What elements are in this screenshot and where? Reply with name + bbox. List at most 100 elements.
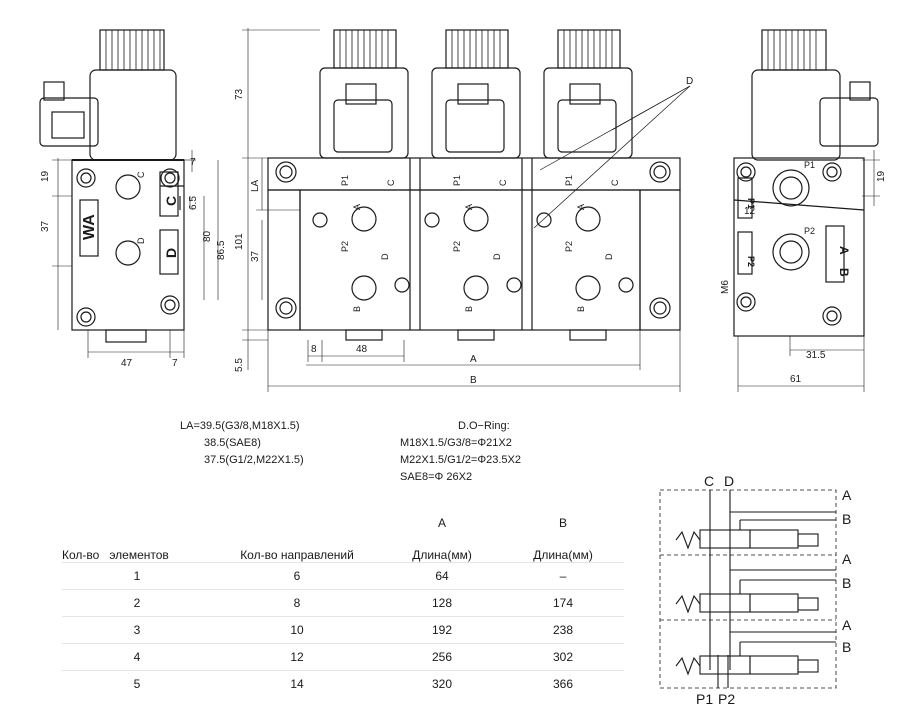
port-p2-3: P2 [564,241,574,252]
dim-a: A [470,354,477,365]
oring-line-2: M22X1.5/G1/2=Φ23.5X2 [400,454,521,466]
port-d-2: D [492,253,502,260]
schematic-label-d: D [724,473,734,489]
dim-b: B [470,375,477,386]
dim-73: 73 [234,88,245,100]
cell-directions: 10 [212,616,382,644]
header-length-b: Длина(мм) [533,548,593,562]
cell-elements: 1 [62,562,212,590]
table-row: 4 12 256 302 [62,643,624,671]
dim-8: 8 [311,344,317,355]
port-d-3: D [604,253,614,260]
port-c-2: C [498,179,508,186]
cell-directions: 12 [212,643,382,671]
cell-elements: 2 [62,589,212,617]
port-a-1: A [352,204,362,210]
dim-5-5: 5.5 [234,358,245,372]
dim-left-19: 19 [40,170,51,182]
cell-length-a: 128 [382,589,502,617]
table-row: 5 14 320 366 [62,670,624,697]
schematic-label-b2: B [842,575,851,591]
marking-left-c-large: C [163,196,179,206]
schematic-label-b3: B [842,639,851,655]
col-letter-b: B [558,516,567,530]
port-c-1: C [386,179,396,186]
port-p2-2: P2 [452,241,462,252]
port-p1-3: P1 [564,175,574,186]
oring-line-1: M18X1.5/G3/8=Φ21X2 [400,437,512,449]
right-view-labels: 19 12 M6 31.5 61 P1 P2 P1 P2 A B [720,160,887,385]
la-note-line-3: 37.5(G1/2,M22X1.5) [204,454,304,466]
port-b-1: B [352,306,362,312]
oring-line-3: SAE8=Φ 26X2 [400,471,473,483]
port-a-3: A [576,204,586,210]
schematic-label-a3: A [842,617,852,633]
port-b-3: B [576,306,586,312]
schematic-label-a1: A [842,487,852,503]
oring-title: D.O−Ring: [458,420,510,432]
table-row: 1 6 64 – [62,562,624,590]
dim-80: 80 [202,230,213,242]
dim-48: 48 [356,344,368,355]
right-marking-a: A [837,246,851,255]
port-c-3: C [610,179,620,186]
cell-length-b: 174 [502,589,624,617]
right-arrow-p1: P1 [746,198,756,209]
dim-left-47: 47 [121,358,133,369]
dim-6-5: 6.5 [188,196,199,210]
col-letter-a: A [437,516,446,530]
schematic-label-c: C [704,473,714,489]
cell-directions: 8 [212,589,382,617]
dim-left-7-top: 7 [190,157,196,168]
table-row: 3 10 192 238 [62,616,624,644]
solenoid-2 [431,29,521,159]
cell-elements: 4 [62,643,212,671]
marking-left-d-small: D [136,237,146,244]
solenoid-1 [319,29,409,159]
front-view [189,28,691,392]
cell-directions: 14 [212,670,382,697]
header-length-a: Длина(мм) [412,548,472,562]
header-elements: Кол-во элементов [62,548,169,562]
port-p2-1: P2 [340,241,350,252]
solenoid-3 [543,29,633,159]
dim-right-12: 12 [744,206,756,217]
cell-length-b: 302 [502,643,624,671]
label-d-callout: D [686,76,693,87]
table-header-row: Кол-во элементов Кол-во направлений Длин… [62,534,624,563]
cell-directions: 6 [212,562,382,590]
front-view-labels: 73 LA 101 37 5.5 8 48 A B D 6.5 80 86.5 … [188,76,693,386]
right-port-p2: P2 [804,226,815,236]
marking-left-d-large: D [163,248,179,258]
cell-length-b: 366 [502,670,624,697]
length-table: A B Кол-во элементов Кол-во направлений … [62,512,624,697]
la-notes: LA=39.5(G3/8,M18X1.5) 38.5(SAE8) 37.5(G1… [180,418,304,469]
schematic-label-p1: P1 [696,691,713,707]
cell-elements: 5 [62,670,212,697]
la-note-line-2: 38.5(SAE8) [204,437,261,449]
dim-37-front: 37 [250,250,261,262]
schematic-labels: C D A B A B A B P1 P2 [696,473,852,707]
cell-length-a: 320 [382,670,502,697]
dim-right-m6: M6 [720,280,731,294]
schematic-label-b1: B [842,511,851,527]
table-letter-row: A B [62,512,624,534]
port-d-1: D [380,253,390,260]
schematic-label-a2: A [842,551,852,567]
dim-86-5: 86.5 [216,240,227,260]
right-port-p1: P1 [804,160,815,170]
cell-length-a: 64 [382,562,502,590]
schematic-label-p2: P2 [718,691,735,707]
hydraulic-schematic [659,489,837,689]
cell-elements: 3 [62,616,212,644]
port-a-2: A [464,204,474,210]
right-arrow-p2: P2 [746,256,756,267]
table-row: 2 8 128 174 [62,589,624,617]
right-marking-b: B [837,268,851,277]
port-b-2: B [464,306,474,312]
dim-right-19: 19 [876,170,887,182]
cell-length-b: – [502,562,624,590]
cell-length-a: 192 [382,616,502,644]
cell-length-b: 238 [502,616,624,644]
